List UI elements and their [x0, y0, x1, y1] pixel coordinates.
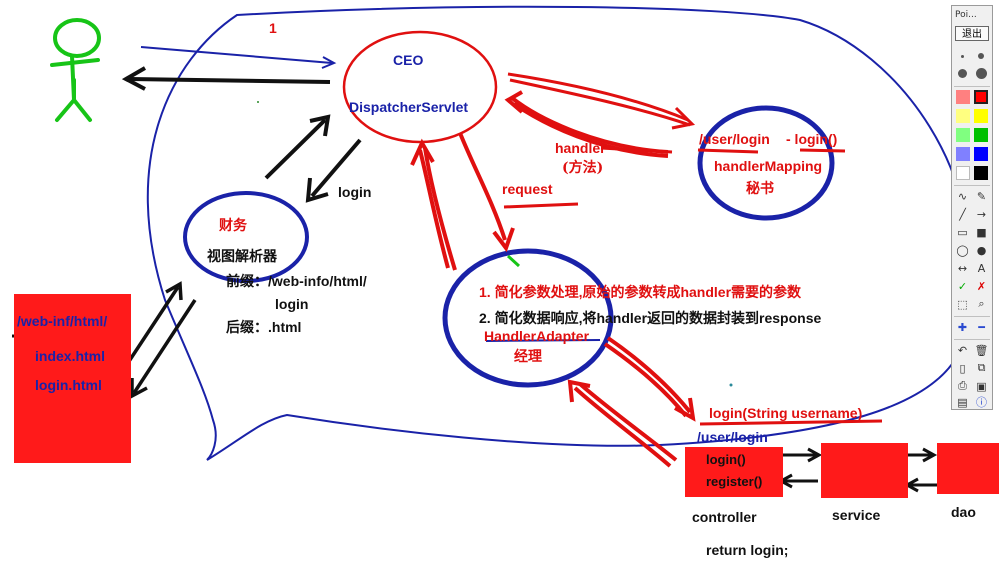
color-swatch-light-blue[interactable] — [956, 147, 970, 161]
dao-label: dao — [951, 504, 976, 520]
green-tick — [506, 254, 521, 268]
user-to-dispatcher-arrow — [140, 46, 337, 69]
cross-icon[interactable]: ✗ — [976, 279, 987, 293]
copy-icon[interactable]: ⧉ — [977, 361, 986, 374]
dao-box — [937, 443, 999, 494]
handler-adapter-circle — [442, 248, 614, 388]
adapter-point-2: 2. 简化数据响应,将handler返回的数据封装到response — [479, 310, 822, 326]
minus-icon[interactable]: ━ — [978, 320, 985, 334]
finance-circle — [183, 191, 309, 283]
screen-icon[interactable]: ▤ — [957, 395, 968, 409]
adapter-to-controller-arrow — [603, 336, 696, 422]
controller-login-label: login() — [706, 452, 746, 467]
pen-size-xlarge-icon[interactable] — [976, 68, 987, 79]
blue-adapter-underline — [485, 339, 601, 342]
return-login-label: return login; — [706, 542, 789, 558]
user-stick-figure — [50, 18, 101, 122]
trash-icon[interactable]: 🗑 — [974, 343, 989, 357]
dispatcher-to-mapping-arrow — [507, 72, 696, 130]
controller-register-label: register() — [706, 474, 763, 489]
pen-size-medium-icon[interactable] — [978, 53, 984, 59]
login-method-label: - login() — [786, 131, 838, 147]
color-swatch-red[interactable] — [974, 90, 988, 104]
secretary-label: 秘书 — [746, 181, 774, 197]
webinf-box — [14, 294, 131, 463]
freehand-icon[interactable]: ∿ — [957, 189, 968, 203]
dispatcher-to-finance-arrow — [305, 138, 362, 203]
ceo-label: CEO — [393, 52, 424, 68]
info-icon[interactable]: ⓘ — [976, 396, 987, 409]
ellipse-icon[interactable]: ◯ — [956, 243, 969, 257]
exit-button[interactable]: 退出 — [955, 26, 989, 41]
adapter-point-1: 1. 简化参数处理,原始的参数转成handler需要的参数 — [479, 284, 802, 300]
login-html-label: login.html — [35, 377, 102, 393]
plus-icon[interactable]: ✚ — [957, 320, 968, 334]
handler-adapter-label: HandlerAdapter — [484, 328, 590, 344]
method-label: (方法) — [562, 160, 604, 176]
color-swatch-light-red[interactable] — [956, 90, 970, 104]
controller-to-adapter-arrow — [567, 379, 678, 468]
adapter-to-dispatcher-arrow — [410, 138, 457, 271]
controller-label: controller — [692, 509, 757, 525]
zoom-icon[interactable]: ⌕ — [978, 297, 985, 310]
view-resolver-label: 视图解析器 — [207, 249, 277, 265]
manager-label: 经理 — [514, 349, 542, 365]
service-label: service — [832, 507, 881, 523]
handler-label: handler — [555, 140, 606, 156]
color-swatch-white[interactable] — [956, 166, 970, 180]
color-swatch-light-green[interactable] — [956, 128, 970, 142]
dispatcher-servlet-label: DispatcherServlet — [349, 99, 469, 115]
prefix-label: 前缀：/web-info/html/ — [226, 273, 367, 289]
arrow-line-icon[interactable]: → — [976, 207, 987, 221]
check-icon[interactable]: ✓ — [957, 279, 968, 293]
suffix-label: 后缀：.html — [226, 319, 302, 335]
service-to-controller-arrow — [777, 473, 818, 489]
color-swatch-green[interactable] — [974, 128, 988, 142]
filled-rectangle-icon[interactable]: ■ — [976, 225, 987, 239]
ceo-dispatcher-ellipse — [342, 30, 498, 144]
webinf-path-label: /web-inf/html/ — [17, 313, 108, 329]
handler-mapping-circle — [697, 105, 835, 221]
toolbar-title: Poi... — [955, 10, 977, 20]
user-login-path-label: /user/login — [699, 131, 770, 147]
select-area-icon[interactable]: ⬚ — [957, 297, 968, 311]
login-signature-label: login(String username) — [709, 405, 863, 421]
finance-label: 财务 — [219, 218, 247, 234]
save-icon[interactable]: ▣ — [976, 379, 987, 393]
undo-icon[interactable]: ↶ — [957, 343, 968, 357]
double-arrow-icon[interactable]: ↔ — [957, 261, 968, 275]
color-swatch-blue[interactable] — [974, 147, 988, 161]
finance-to-webinf-arrow — [130, 299, 197, 399]
eraser-icon[interactable]: ✎ — [976, 189, 987, 203]
rectangle-icon[interactable]: ▭ — [957, 225, 968, 239]
new-page-icon[interactable]: ▯ — [959, 361, 966, 375]
request-label: request — [502, 181, 553, 197]
dispatcher-to-adapter-arrow — [458, 132, 515, 253]
print-icon[interactable]: ⎙ — [958, 379, 967, 392]
pen-size-small-icon[interactable] — [961, 55, 964, 58]
line-icon[interactable]: ╱ — [959, 207, 966, 221]
controller-box — [685, 447, 783, 497]
service-box — [821, 443, 908, 498]
color-swatch-yellow[interactable] — [974, 109, 988, 123]
login-arrow-label: login — [338, 184, 372, 200]
red-underlines — [503, 146, 883, 426]
big-blue-bubble — [146, 5, 971, 461]
text-tool-icon[interactable]: A — [977, 261, 986, 275]
dispatcher-to-user-arrow — [121, 66, 331, 91]
color-swatch-light-yellow[interactable] — [956, 109, 970, 123]
index-html-label: index.html — [35, 348, 106, 364]
handler-mapping-label: handlerMapping — [714, 158, 823, 174]
filled-ellipse-icon[interactable]: ● — [976, 243, 987, 257]
number-one-label: 1 — [269, 20, 277, 36]
prefix-login-label: login — [275, 296, 309, 312]
finance-to-dispatcher-arrow — [264, 114, 331, 180]
pen-size-large-icon[interactable] — [958, 69, 967, 78]
controller-path-label: /user/login — [697, 429, 768, 445]
color-swatch-black[interactable] — [974, 166, 988, 180]
pen-toolbar: Poi... 退出 ∿ ✎ ╱ → ▭ ■ ◯ ● ↔ A ✓ ✗ ⬚ ⌕ — [951, 5, 993, 410]
